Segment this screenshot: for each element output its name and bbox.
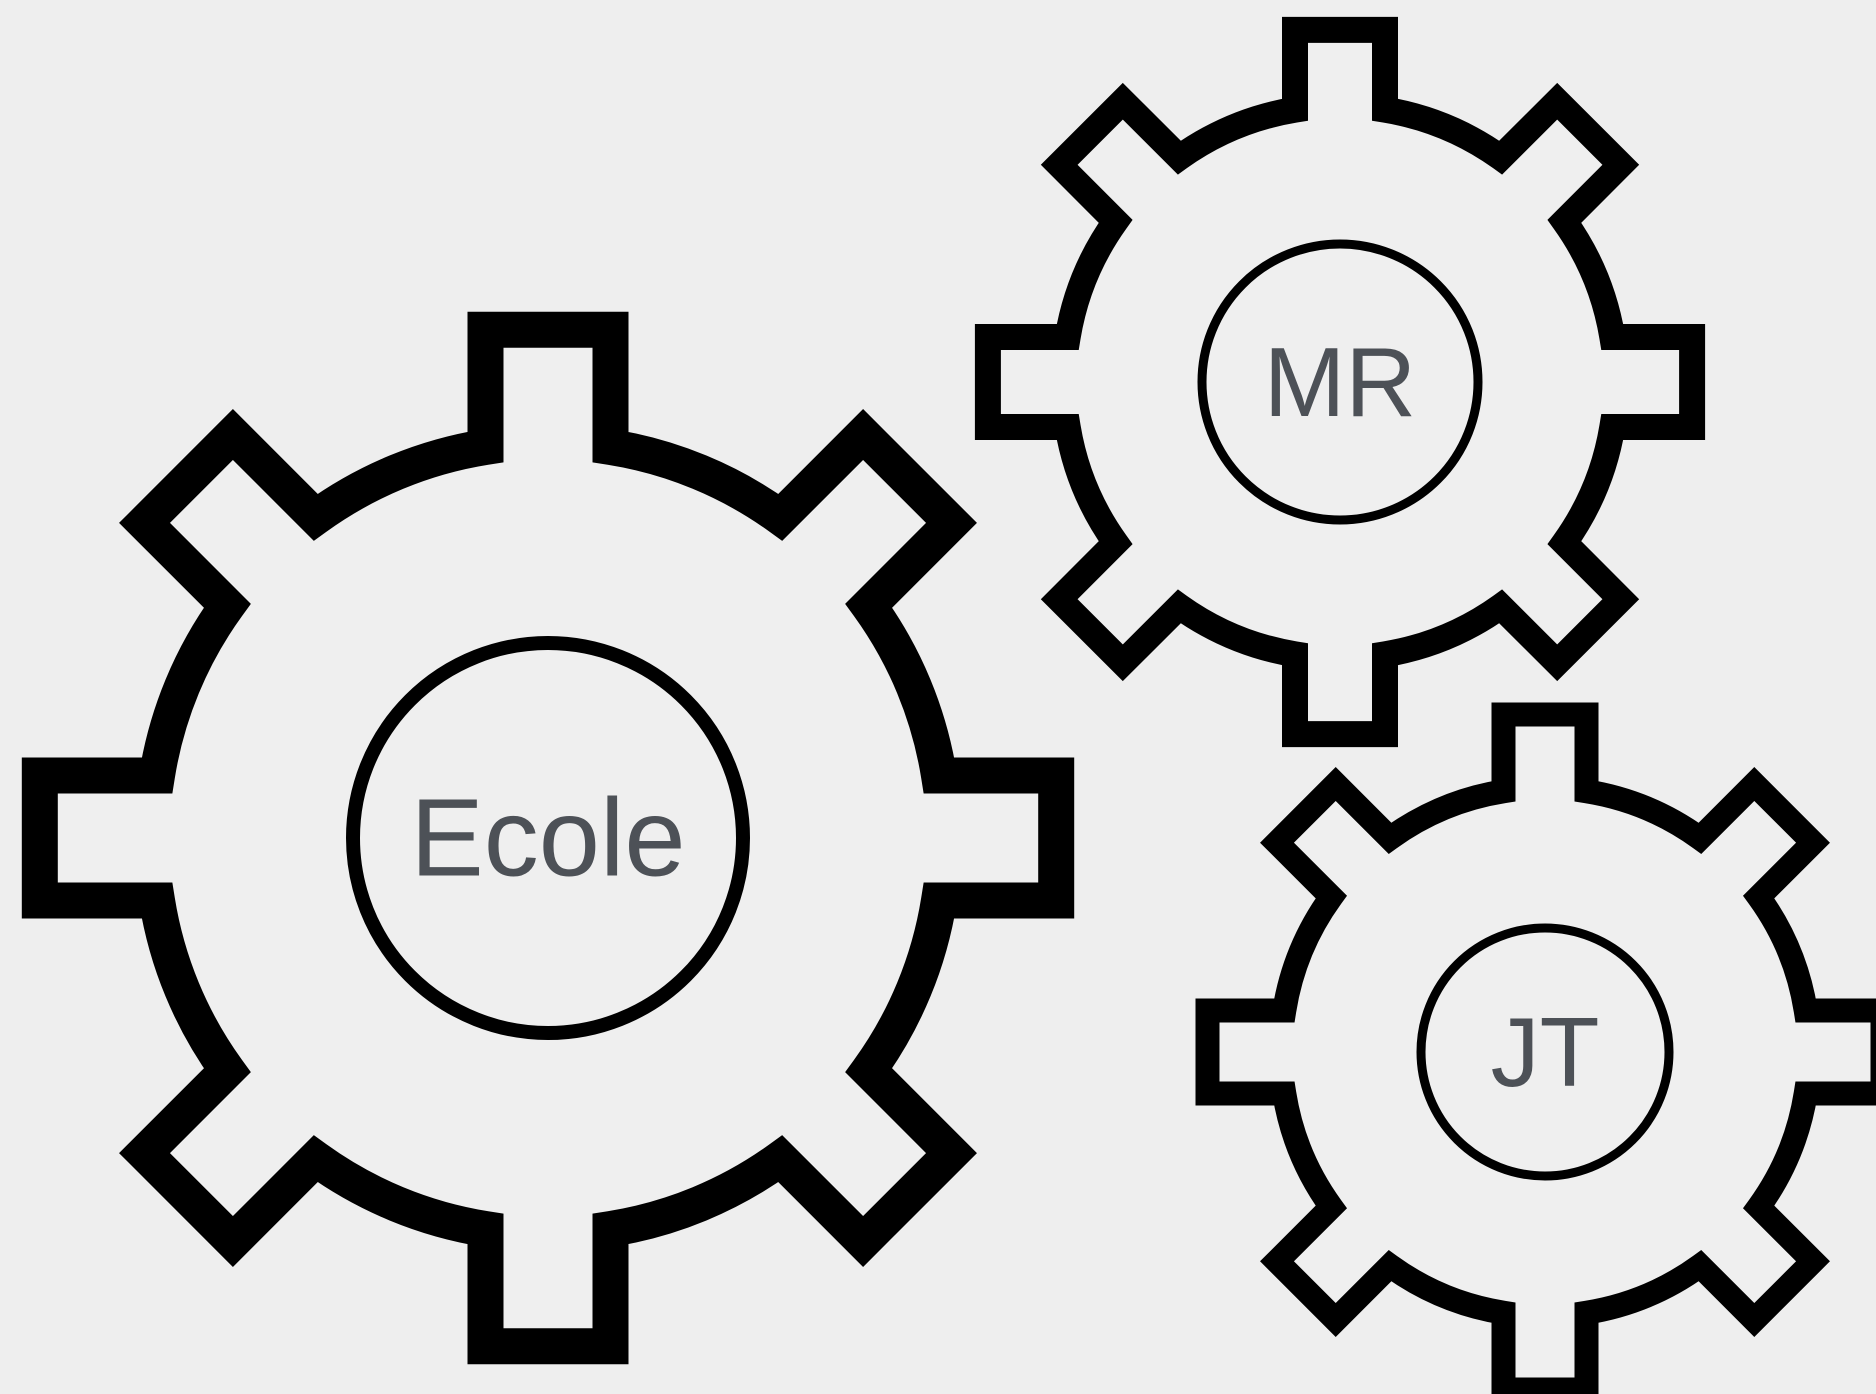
gear-ecole-hub — [346, 636, 750, 1040]
gear-jt-label: JT — [1491, 997, 1600, 1107]
gear-ecole: Ecole — [21, 311, 1075, 1365]
gear-jt: JT — [1195, 702, 1876, 1394]
gear-mr-label: MR — [1264, 327, 1416, 437]
gear-mr: MR — [974, 16, 1706, 748]
gear-ecole-label: Ecole — [410, 777, 685, 900]
gear-jt-hub — [1416, 923, 1674, 1181]
gear-mr-hub — [1197, 239, 1483, 525]
